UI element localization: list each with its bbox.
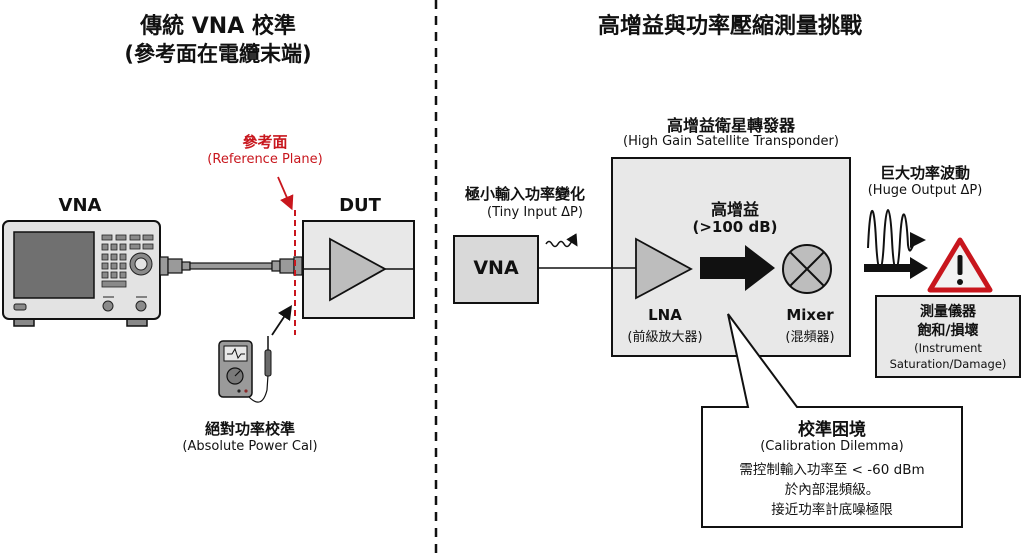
warning-line-2: 飽和/損壞 <box>917 323 979 339</box>
dut-label: DUT <box>339 195 381 216</box>
mixer-label-zh: (混頻器) <box>785 330 835 345</box>
lna-label: LNA <box>648 306 682 324</box>
transponder-label-en: (High Gain Satellite Transponder) <box>623 134 839 149</box>
power-cal-label-en: (Absolute Power Cal) <box>182 439 318 454</box>
tiny-input-label-en: (Tiny Input ΔP) <box>487 205 583 220</box>
saturation-warning-box <box>875 295 1021 378</box>
tiny-input-label-zh: 極小輸入功率變化 <box>464 185 585 203</box>
vna-box <box>453 235 539 304</box>
probe-arrow <box>271 305 292 336</box>
mixer-label: Mixer <box>786 306 834 324</box>
dilemma-line-3: 接近功率計底噪極限 <box>771 502 893 518</box>
lna-label-zh: (前級放大器) <box>627 330 703 345</box>
tiny-signal-wave <box>545 233 578 248</box>
huge-output-wave <box>867 209 926 271</box>
power-meter-icon <box>218 336 272 403</box>
huge-output-label-zh: 巨大功率波動 <box>879 164 970 182</box>
dilemma-callout-box <box>701 313 963 528</box>
dilemma-line-1: 需控制輸入功率至 < -60 dBm <box>739 462 925 478</box>
right-panel-title: 高增益與功率壓縮測量挑戰 <box>597 14 862 39</box>
left-panel-subtitle: (參考面在電纜末端) <box>124 42 312 66</box>
warning-line-1: 測量儀器 <box>920 304 976 320</box>
right-vna-label: VNA <box>473 257 519 279</box>
vna-instrument-icon <box>2 220 161 327</box>
output-arrow <box>864 257 928 279</box>
gain-arrow-icon <box>700 245 775 291</box>
gain-label-zh: 高增益 <box>710 200 759 219</box>
huge-output-label-en: (Huge Output ΔP) <box>867 183 983 198</box>
warning-line-4: Saturation/Damage) <box>889 357 1007 371</box>
lna-amplifier-icon <box>635 237 693 300</box>
mixer-icon <box>782 244 832 294</box>
gain-label-en: (>100 dB) <box>692 218 778 236</box>
reference-plane-label-zh: 參考面 <box>242 133 288 151</box>
dut-box <box>302 220 415 319</box>
dilemma-subtitle: (Calibration Dilemma) <box>760 439 904 454</box>
reference-plane-arrow <box>277 176 294 211</box>
warning-triangle-icon <box>927 237 993 293</box>
power-cal-label-zh: 絕對功率校準 <box>204 420 295 438</box>
reference-plane-label-en: (Reference Plane) <box>207 152 323 167</box>
warning-line-3: (Instrument <box>914 341 982 355</box>
dilemma-title: 校準困境 <box>798 420 866 440</box>
transponder-label-zh: 高增益衛星轉發器 <box>666 116 795 135</box>
left-panel-title: 傳統 VNA 校準 <box>140 14 296 39</box>
dilemma-line-2: 於內部混頻級。 <box>784 482 880 498</box>
vna-label: VNA <box>58 195 102 216</box>
rf-cable <box>159 256 303 276</box>
